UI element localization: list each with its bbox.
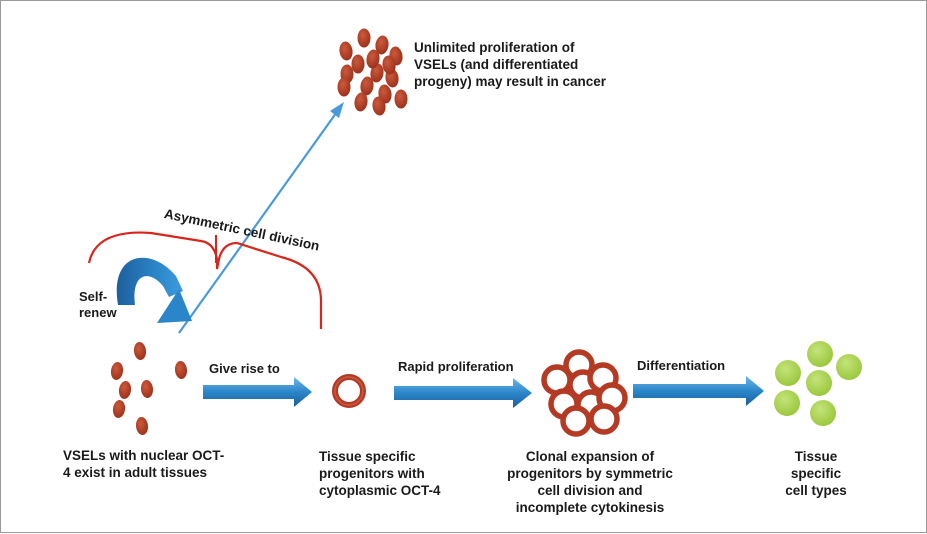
tissue-cell [810,400,836,426]
cancer-cell [354,92,368,112]
progenitors-caption: Tissue specific progenitors with cytopla… [319,449,441,498]
give-rise-arrow [203,377,312,407]
progenitor-cell [332,374,366,408]
cancer-cell [351,54,365,74]
clonal-expansion-cluster [541,349,628,437]
cancer-cell [370,63,384,83]
vsel-cell [140,380,154,398]
cancer-cell [372,96,386,116]
cancer-cell [357,28,371,48]
cancer-cell [382,55,396,75]
tissue-cell-cluster [774,341,862,426]
vsel-cell [133,342,147,360]
cancer-cell [394,89,408,109]
tissue-cell [807,341,833,367]
self-renew-arrow [116,257,192,323]
vsels-caption: VSELs with nuclear OCT- 4 exist in adult… [63,448,225,480]
cancer-cell [360,76,374,96]
cancer-cell [339,41,353,61]
tissue-cell [836,354,862,380]
clonal-caption: Clonal expansion of progenitors by symme… [507,449,673,515]
vsel-cell [174,361,188,379]
differentiation-arrow [633,376,764,406]
vsel-cells [110,342,188,435]
clonal-cell [588,403,620,435]
clonal-cell [560,405,592,437]
give-rise-label: Give rise to [209,361,280,376]
self-renew-label: Self- renew [79,289,117,320]
cancer-pathway-arrow [178,102,344,334]
rapid-proliferation-arrow [394,378,532,408]
cancer-label: Unlimited proliferation of VSELs (and di… [414,40,607,89]
vsel-cell [135,417,149,435]
tissue-cell [774,390,800,416]
tissue-cell [775,360,801,386]
differentiation-label: Differentiation [637,358,726,373]
cancer-cell [366,49,380,69]
cancer-cell [337,77,351,97]
vsel-cell [112,400,126,418]
rapid-proliferation-label: Rapid proliferation [398,359,514,374]
tissue-cell [806,370,832,396]
vsel-cell [110,362,124,380]
tissue-caption: Tissue specific cell types [785,449,847,498]
asymmetric-division-bracket [87,231,323,329]
vsel-cell [118,381,132,399]
cancer-cell [375,35,389,55]
cancer-cell-cluster [337,28,408,116]
